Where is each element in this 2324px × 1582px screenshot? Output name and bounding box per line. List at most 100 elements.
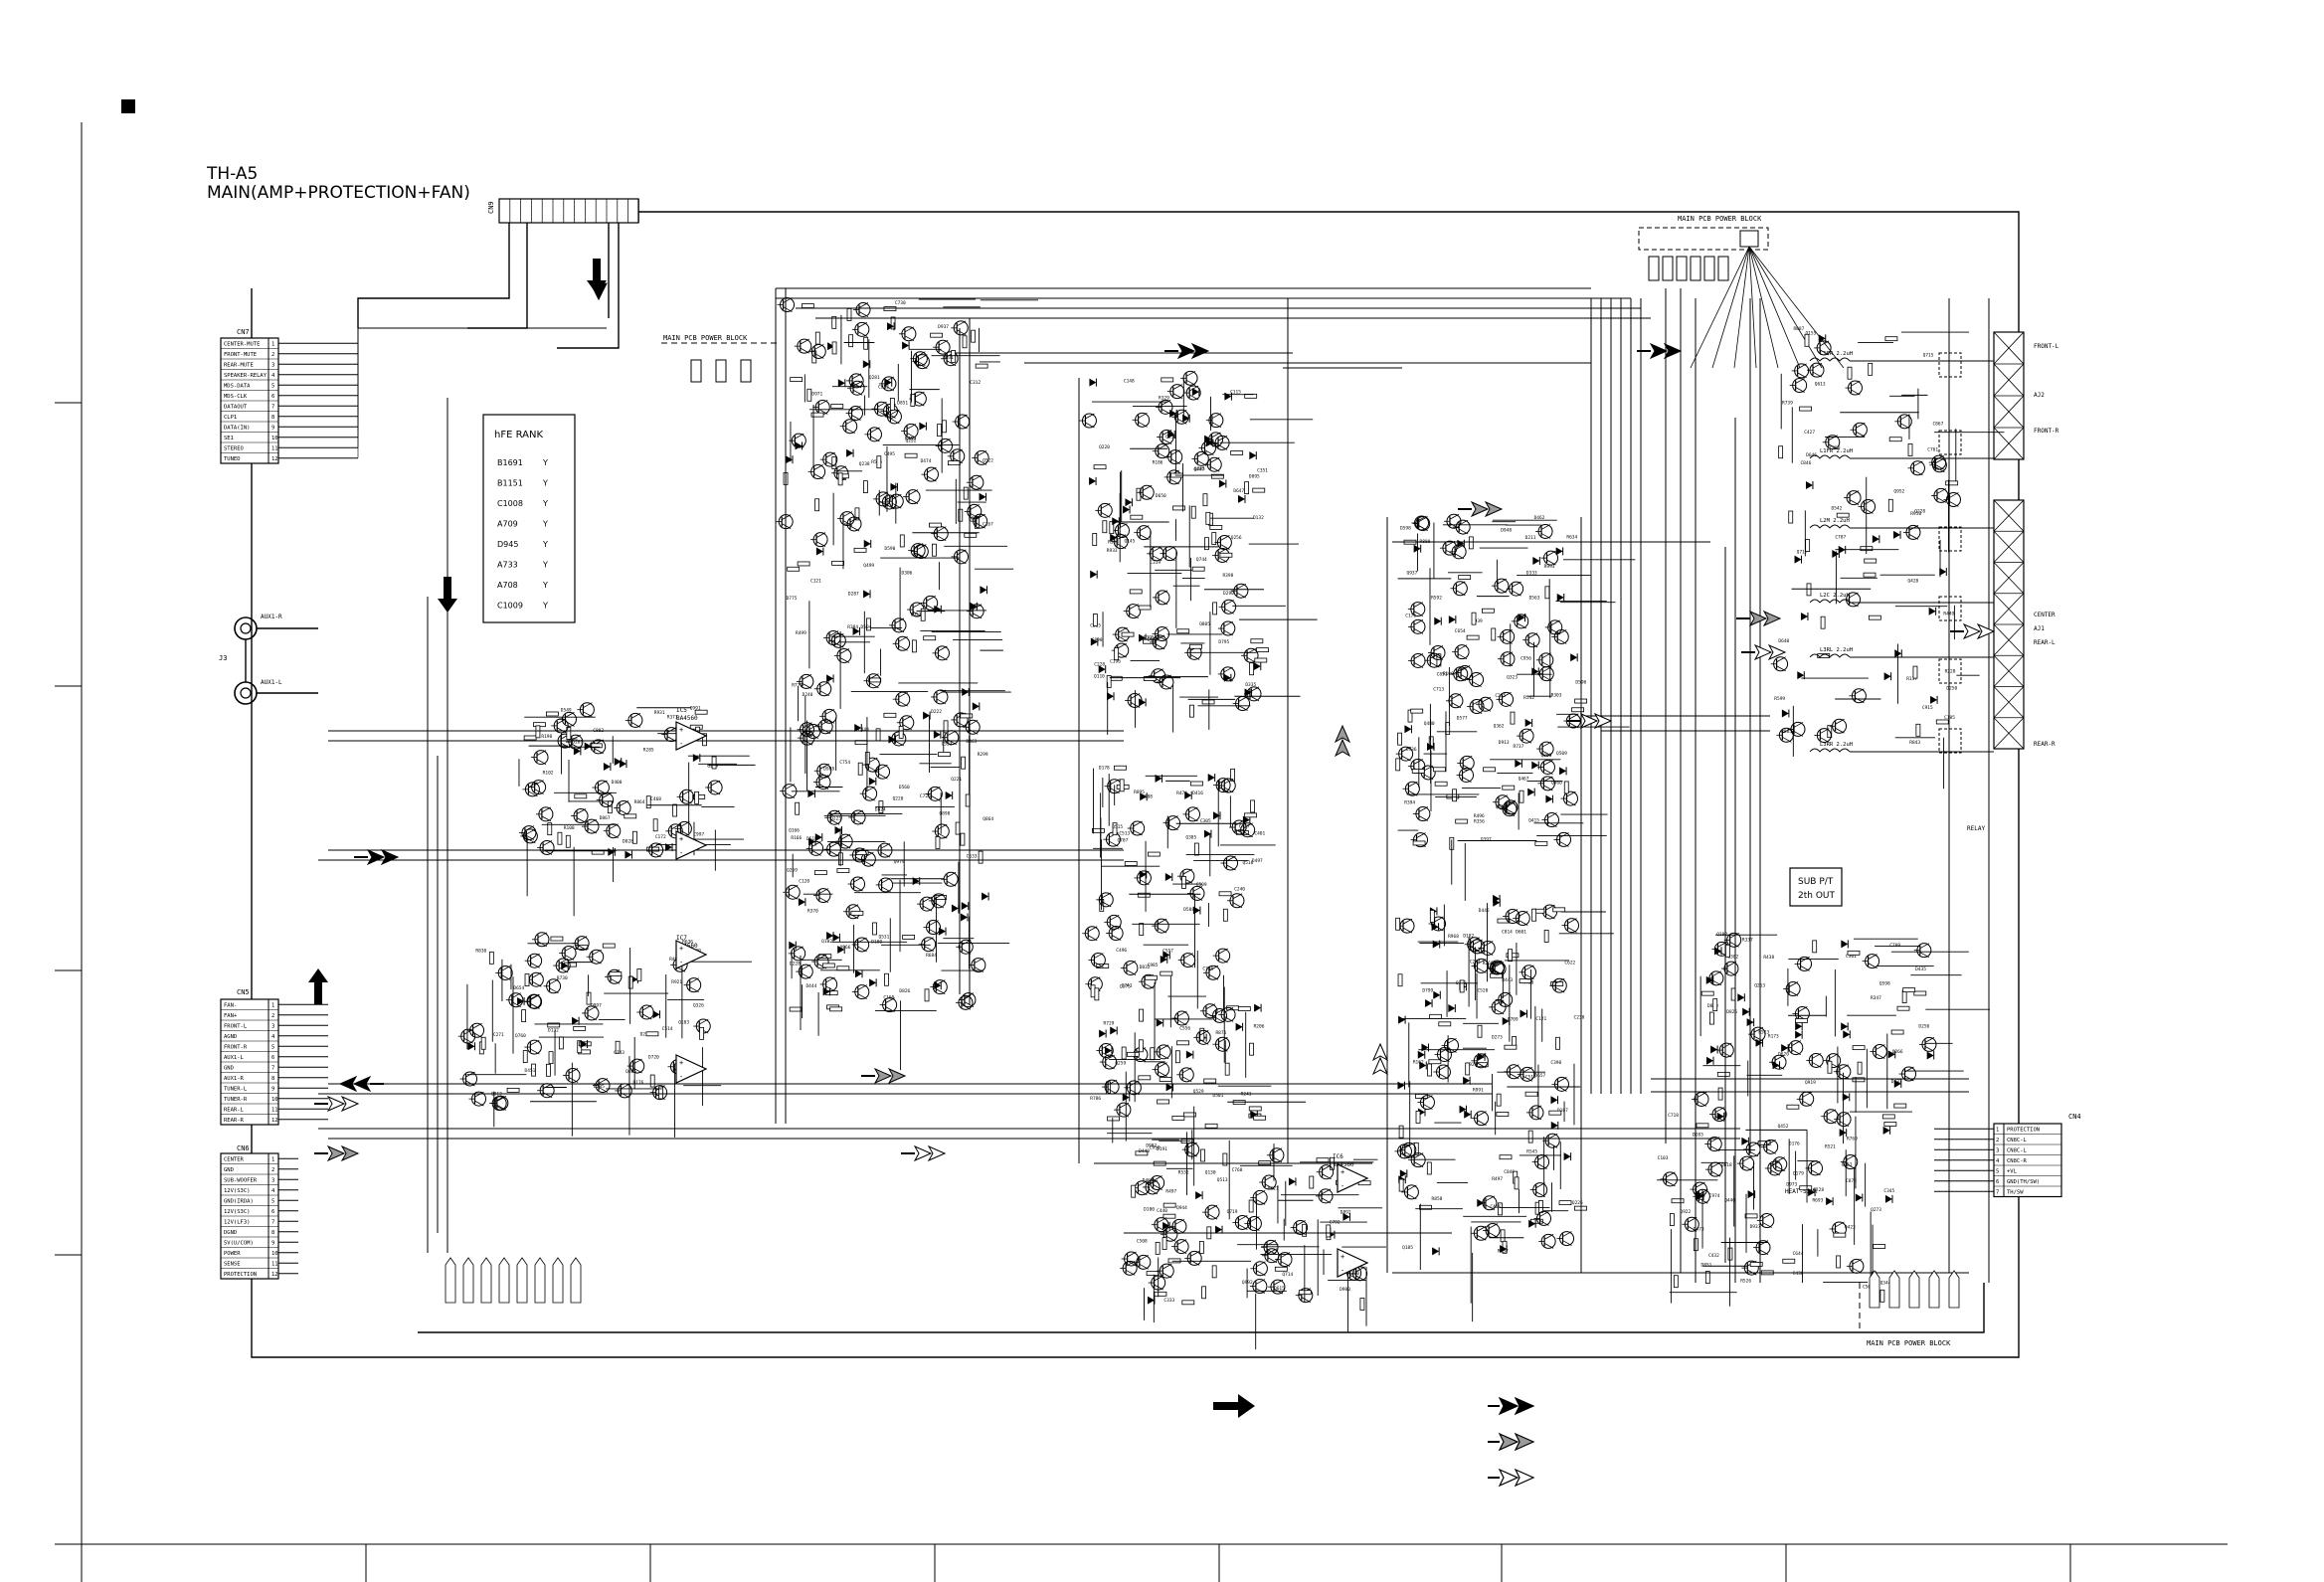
svg-text:FRONT-R: FRONT-R: [2034, 428, 2059, 435]
signal-arrow: [352, 1075, 372, 1093]
hfe-rank: Y: [542, 458, 548, 467]
svg-text:C228: C228: [1813, 1187, 1824, 1193]
svg-text:2: 2: [271, 1013, 274, 1019]
connector-pin-label: FAN+: [224, 1013, 238, 1019]
svg-text:D182: D182: [1463, 933, 1474, 939]
hfe-part: C1009: [497, 602, 523, 611]
svg-text:C879: C879: [1846, 1178, 1857, 1184]
svg-text:R737: R737: [1514, 744, 1524, 750]
svg-text:C557: C557: [1162, 948, 1173, 954]
svg-text:+: +: [679, 1059, 683, 1067]
signal-arrow: [927, 1144, 947, 1162]
svg-text:R636: R636: [682, 939, 693, 945]
hfe-part: A709: [497, 520, 518, 529]
svg-text:D515: D515: [806, 836, 817, 842]
svg-text:D971: D971: [811, 391, 822, 397]
svg-text:R513: R513: [1758, 1030, 1769, 1036]
connector-pin-label: PROTECTION: [224, 1272, 257, 1278]
svg-text:R166: R166: [791, 835, 802, 841]
svg-text:+: +: [1341, 1168, 1344, 1176]
svg-text:Q952: Q952: [1893, 488, 1904, 494]
svg-text:Q428: Q428: [1907, 579, 1918, 585]
hfe-rank: Y: [542, 602, 548, 611]
signal-arrow: [1663, 342, 1683, 360]
model-title: TH-A5: [206, 164, 258, 184]
svg-text:C929: C929: [1466, 1062, 1477, 1068]
svg-text:R241: R241: [1241, 1092, 1252, 1098]
svg-text:C240: C240: [1234, 886, 1245, 892]
double-gray-arrow: [1488, 1432, 1535, 1452]
svg-text:C468: C468: [650, 796, 661, 802]
svg-text:7: 7: [271, 1220, 274, 1226]
signal-arrow: [326, 1144, 346, 1162]
svg-text:C951: C951: [911, 612, 922, 617]
svg-text:R329: R329: [1159, 396, 1169, 402]
svg-text:5: 5: [271, 384, 274, 390]
svg-text:Q285: Q285: [1194, 466, 1205, 472]
connector-pin-label: SPEAKER-RELAY: [224, 373, 268, 379]
svg-text:D287: D287: [848, 591, 859, 597]
svg-text:Q966: Q966: [840, 945, 851, 951]
signal-arrow: [1371, 1056, 1389, 1076]
connector-pin-label: MDS-DATA: [224, 384, 251, 390]
svg-text:R526: R526: [1740, 1278, 1751, 1284]
svg-text:C898: C898: [1092, 637, 1103, 643]
connector-pin-label: FAN-: [224, 1003, 237, 1009]
svg-text:3: 3: [1996, 1148, 1999, 1154]
signal-arrow: [1753, 643, 1773, 661]
svg-text:D497: D497: [1252, 858, 1263, 864]
svg-text:Q531: Q531: [878, 934, 889, 940]
signal-arrow: [380, 848, 400, 866]
svg-text:R786: R786: [1090, 1096, 1101, 1102]
svg-text:Q179: Q179: [1793, 1171, 1804, 1177]
svg-text:Q155: Q155: [1805, 330, 1816, 336]
svg-text:Q812: Q812: [491, 1092, 502, 1098]
j3-aux-jacks: J3 AUX1-R AUX1-L: [219, 614, 318, 705]
svg-text:D563: D563: [1529, 595, 1540, 601]
svg-text:R769: R769: [1847, 1137, 1858, 1143]
svg-text:D273: D273: [1492, 1034, 1503, 1040]
svg-text:R162: R162: [1413, 1060, 1424, 1066]
svg-text:C176: C176: [1405, 614, 1416, 619]
svg-text:R100: R100: [564, 825, 575, 831]
main-pcb-power-block-top: MAIN PCB POWER BLOCK: [661, 334, 781, 383]
connector-pin-label: CENTER-MUTE: [224, 342, 260, 348]
svg-text:R779: R779: [792, 682, 803, 688]
svg-text:C449: C449: [858, 727, 869, 733]
main-pcb-power-block-bottom: MAIN PCB POWER BLOCK: [1859, 1283, 1977, 1347]
svg-text:D176: D176: [633, 1080, 644, 1086]
svg-text:Q991: Q991: [690, 705, 701, 711]
svg-text:D826: D826: [899, 988, 910, 994]
svg-text:D283: D283: [1693, 1133, 1703, 1139]
svg-text:Q302: Q302: [1727, 955, 1738, 961]
svg-text:C406: C406: [1490, 1204, 1501, 1210]
svg-text:Q480: Q480: [1424, 721, 1435, 727]
svg-text:6: 6: [271, 1209, 274, 1215]
signal-arrow: [587, 259, 607, 294]
svg-text:R173: R173: [1768, 1033, 1779, 1039]
svg-text:C514: C514: [662, 1026, 673, 1032]
svg-text:9: 9: [271, 426, 274, 432]
connector-pin-label: SE1: [224, 436, 234, 441]
svg-text:C438: C438: [1793, 1271, 1804, 1277]
svg-text:Q707: Q707: [1117, 837, 1128, 843]
svg-text:D824: D824: [875, 806, 886, 812]
svg-text:Q714: Q714: [1282, 1272, 1293, 1278]
svg-text:D937: D937: [1750, 1224, 1761, 1230]
hfe-part: B1151: [497, 479, 523, 488]
svg-text:REAR-R: REAR-R: [2034, 741, 2056, 748]
svg-text:D799: D799: [1422, 988, 1433, 994]
svg-text:Q529: Q529: [1193, 1089, 1204, 1095]
svg-text:C196: C196: [1110, 659, 1121, 665]
svg-text:R968: R968: [1448, 934, 1459, 940]
svg-text:C228: C228: [1094, 662, 1105, 668]
svg-text:D240: D240: [803, 692, 813, 698]
svg-text:MAIN PCB POWER BLOCK: MAIN PCB POWER BLOCK: [1867, 1339, 1951, 1347]
svg-text:1: 1: [271, 342, 274, 348]
svg-text:Q281: Q281: [869, 375, 880, 381]
svg-text:Q166: Q166: [789, 827, 800, 833]
svg-text:R285: R285: [643, 748, 654, 754]
svg-text:Q575: Q575: [1120, 984, 1131, 990]
svg-text:-: -: [679, 1073, 683, 1081]
